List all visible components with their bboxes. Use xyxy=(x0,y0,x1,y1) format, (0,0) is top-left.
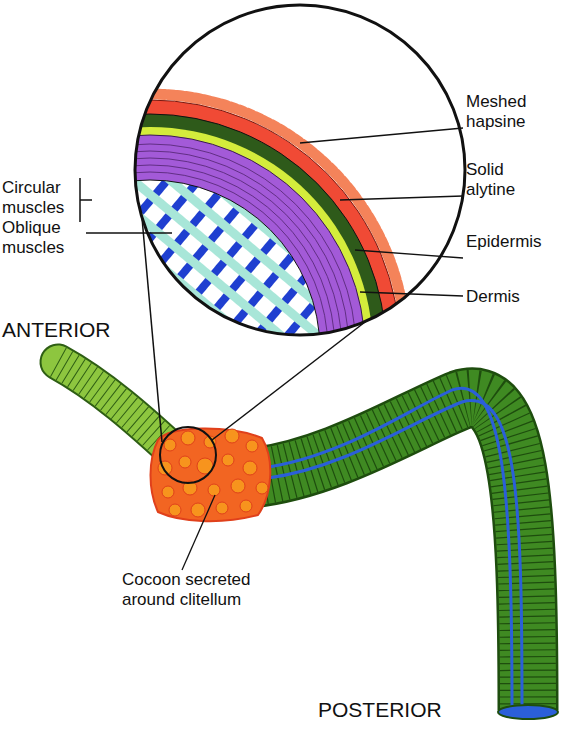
bracket xyxy=(80,178,92,222)
worm-posterior xyxy=(250,388,558,719)
part-label: Dermis xyxy=(466,287,561,307)
part-label: Meshed hapsine xyxy=(466,92,556,132)
part-label: ANTERIOR xyxy=(2,318,202,342)
part-label: Circular muscles xyxy=(2,178,74,218)
body-wall-section xyxy=(0,94,406,606)
leader-lines xyxy=(86,128,463,570)
part-label: Solid alytine xyxy=(466,160,556,200)
magnifier-ring xyxy=(135,5,465,335)
part-label: Epidermis xyxy=(466,232,561,252)
part-label: Cocoon secreted around clitellum xyxy=(122,570,262,610)
part-label: Oblique muscles xyxy=(2,218,74,258)
part-label: POSTERIOR xyxy=(318,698,538,722)
worm-anterior xyxy=(58,362,185,462)
zoom-circle xyxy=(160,427,216,483)
